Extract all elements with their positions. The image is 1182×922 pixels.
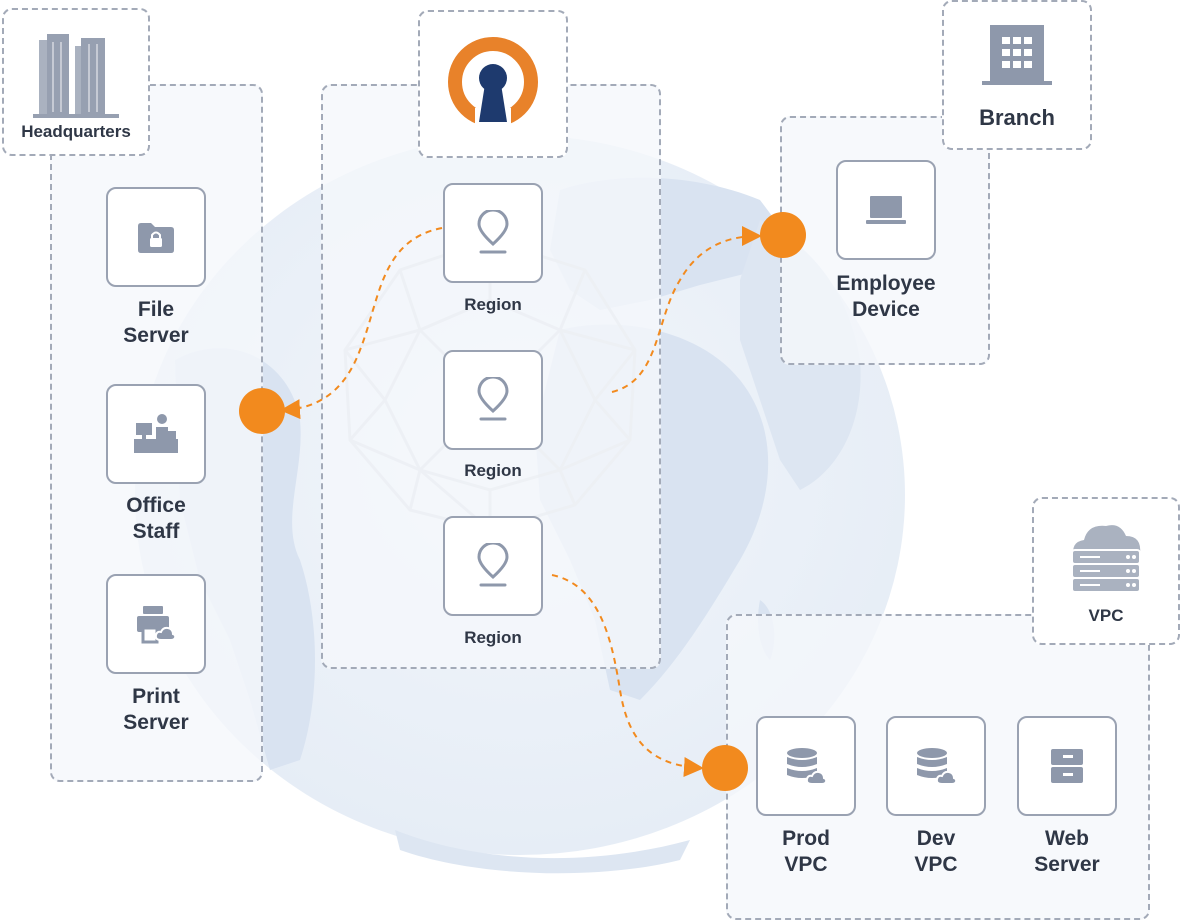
office-building-icon xyxy=(982,25,1052,85)
openvpn-logo-tag xyxy=(418,10,568,158)
database-cloud-icon xyxy=(787,748,828,785)
connector-endpoint-office-staff xyxy=(239,388,285,434)
server-rack-icon xyxy=(1051,749,1083,783)
location-pin-icon xyxy=(477,210,509,254)
connector-endpoint-employee-device xyxy=(760,212,806,258)
file-server-node[interactable] xyxy=(106,187,206,287)
continent-antarctica xyxy=(395,830,690,874)
skyscraper-icon xyxy=(33,34,119,118)
headquarters-label: Headquarters xyxy=(21,122,131,141)
prod-vpc-node[interactable] xyxy=(756,716,856,816)
dev-vpc-node[interactable] xyxy=(886,716,986,816)
database-cloud-icon xyxy=(917,748,958,785)
branch-tag: Branch xyxy=(942,0,1092,150)
employee-device-node[interactable] xyxy=(836,160,936,260)
branch-label: Branch xyxy=(979,105,1055,130)
vpc-tag: VPC xyxy=(1032,497,1180,645)
openvpn-keyhole-logo xyxy=(448,37,538,128)
office-desk-icon xyxy=(134,414,178,453)
connector-endpoint-prod-vpc xyxy=(702,745,748,791)
office-staff-node[interactable] xyxy=(106,384,206,484)
region-label-3: Region xyxy=(464,628,522,647)
location-pin-icon xyxy=(477,377,509,421)
location-pin-icon xyxy=(477,543,509,587)
laptop-icon xyxy=(866,196,906,224)
cloud-server-icon xyxy=(1071,525,1141,593)
folder-lock-icon xyxy=(138,223,174,253)
vpc-label: VPC xyxy=(1088,606,1124,625)
region-node-1[interactable] xyxy=(443,183,543,283)
region-node-3[interactable] xyxy=(443,516,543,616)
web-server-node[interactable] xyxy=(1017,716,1117,816)
print-server-node[interactable] xyxy=(106,574,206,674)
region-node-2[interactable] xyxy=(443,350,543,450)
headquarters-tag: Headquarters xyxy=(2,8,150,156)
printer-cloud-icon xyxy=(137,606,177,644)
region-label-2: Region xyxy=(464,461,522,480)
region-label-1: Region xyxy=(464,295,522,314)
